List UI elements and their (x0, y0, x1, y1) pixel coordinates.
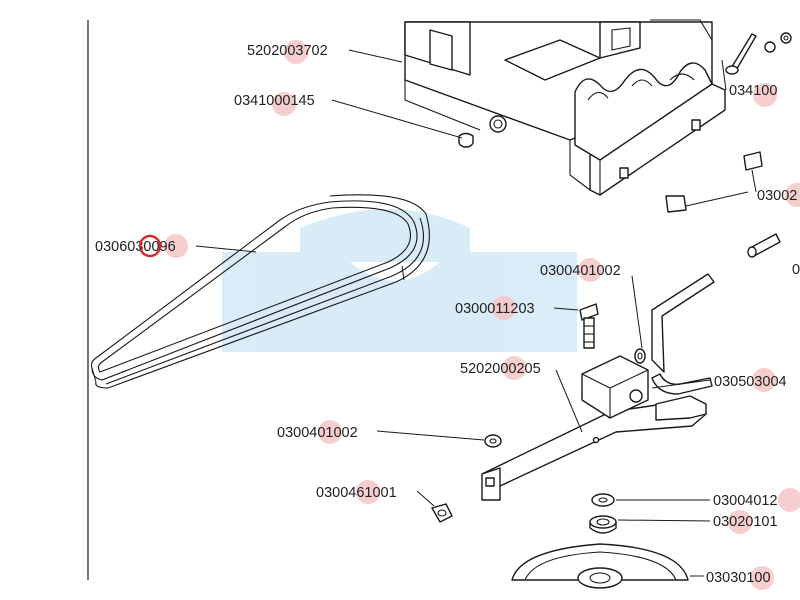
label-highlight (272, 92, 296, 116)
roll-pin-part[interactable] (747, 233, 781, 258)
part-label-0300401002-upper[interactable]: 0300401002 (540, 263, 621, 279)
part-label-0[interactable]: 0 (792, 262, 800, 278)
selection-ring (138, 234, 162, 258)
label-highlight (778, 488, 800, 512)
label-highlight (578, 258, 602, 282)
part-label-03020101[interactable]: 03020101 (713, 514, 778, 530)
part-label-0300401002-lower[interactable]: 0300401002 (277, 425, 358, 441)
part-label-0300011203[interactable]: 0300011203 (455, 301, 535, 317)
leader-line (685, 191, 749, 207)
part-label-5202000205[interactable]: 5202000205 (460, 361, 541, 377)
washer-part[interactable] (484, 348, 646, 507)
label-highlight (752, 368, 776, 392)
leader-line (555, 369, 583, 433)
label-highlight (318, 420, 342, 444)
pin-part[interactable] (458, 132, 474, 148)
lock-nut-part[interactable] (431, 503, 453, 523)
leader-line (631, 275, 643, 349)
part-label-03002[interactable]: 03002 (757, 188, 797, 204)
bolt-set-part[interactable] (725, 32, 792, 75)
label-highlight (492, 296, 516, 320)
part-label-03030100[interactable]: 03030100 (706, 570, 771, 586)
chassis-frame-part[interactable] (404, 19, 726, 196)
hex-bolt-part[interactable] (579, 303, 599, 349)
leader-line (553, 307, 579, 311)
part-label-03004012[interactable]: 03004012 (713, 493, 778, 509)
part-label-0341000145[interactable]: 0341000145 (234, 93, 315, 109)
crank-lever-part[interactable] (651, 273, 715, 395)
leader-line (751, 169, 757, 193)
label-highlight (164, 234, 188, 258)
part-label-0306030096[interactable]: 0306030096 (95, 239, 176, 255)
drive-belt-part[interactable] (90, 194, 430, 389)
label-highlight (753, 83, 777, 107)
part-label-0300461001[interactable]: 0300461001 (316, 485, 397, 501)
pulley-part[interactable] (511, 543, 689, 589)
part-label-030503004[interactable]: 030503004 (714, 374, 787, 390)
label-highlight (728, 510, 752, 534)
part-label-034100[interactable]: 034100 (729, 83, 777, 99)
bushing-part[interactable] (589, 515, 617, 534)
part-label-5202003702[interactable]: 5202003702 (247, 43, 328, 59)
leader-line (376, 430, 485, 441)
leader-line (617, 519, 711, 522)
leader-lines (195, 49, 757, 577)
label-highlight (284, 40, 308, 64)
label-highlight (785, 183, 800, 207)
leader-line (721, 59, 727, 91)
label-highlight (502, 356, 526, 380)
leader-line (331, 99, 463, 139)
leader-line (348, 49, 403, 63)
watermark-logo (222, 209, 577, 352)
label-highlight (750, 566, 774, 590)
leader-line (195, 245, 257, 253)
label-highlight (356, 480, 380, 504)
leader-line (416, 490, 435, 507)
part-number-highlights (164, 40, 800, 590)
clip-nut-part[interactable] (665, 151, 763, 213)
bracket-arm-part[interactable] (481, 355, 707, 501)
leader-line (651, 379, 711, 389)
part-number-labels: 5202003702 0341000145 034100 03002 03060… (95, 43, 800, 586)
